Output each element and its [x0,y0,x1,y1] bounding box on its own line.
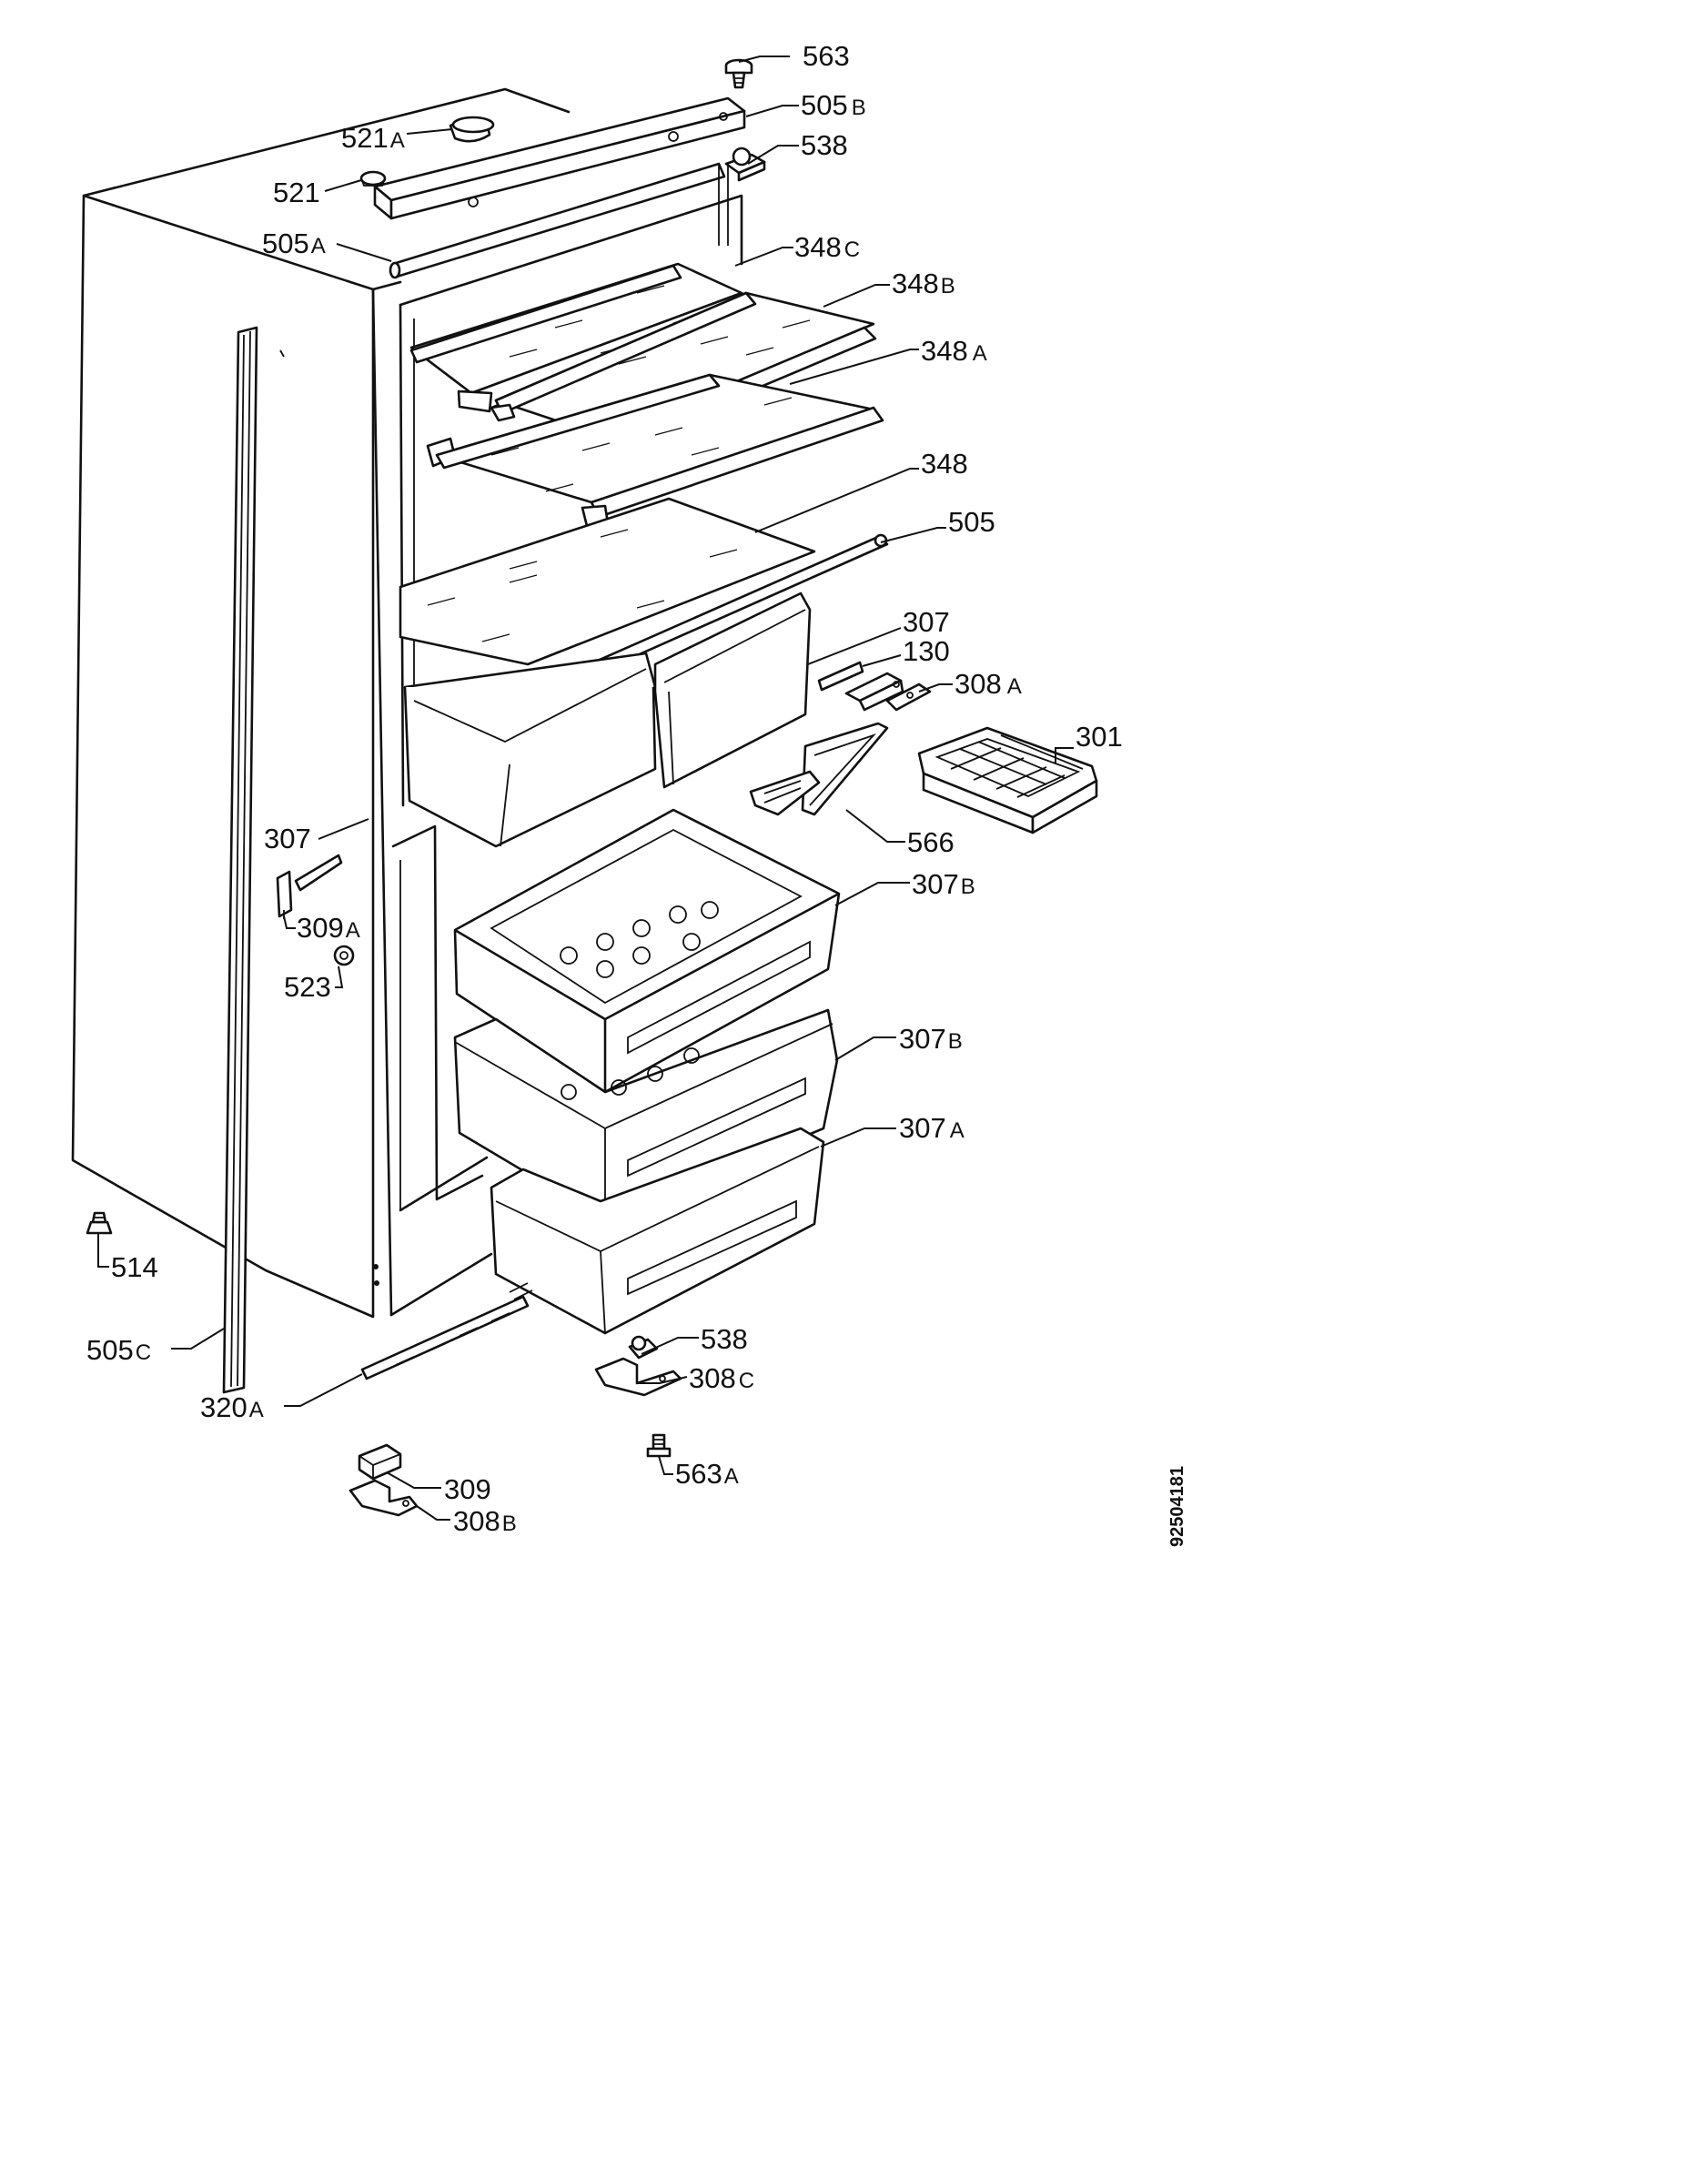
label-566: 566 [907,826,955,858]
label-320a: 320A [200,1391,264,1423]
part-514-foot [86,1211,113,1235]
label-563a: 563A [675,1458,739,1490]
label-514: 514 [111,1251,158,1283]
part-538-top-hinge-pin [724,147,766,182]
part-301-ice-tray [917,726,1098,834]
label-309: 309 [444,1473,491,1505]
part-308a-hinge [844,672,932,712]
label-505a: 505A [262,228,326,259]
label-521: 521 [273,177,320,208]
part-309-cap [358,1443,402,1481]
upper-drawers-307 [403,592,812,848]
cabinet-body [71,87,743,1319]
shelf-348 [399,497,816,666]
part-308b-hinge [349,1479,419,1517]
part-308c-hinge [594,1357,682,1397]
label-523: 523 [284,971,331,1003]
door-gasket-505c [222,326,258,1394]
leader-lines [97,56,1074,1521]
label-130: 130 [903,635,950,667]
label-348: 348 [921,448,968,480]
label-308b: 308B [453,1505,517,1537]
label-505c: 505C [86,1334,151,1366]
label-301: 301 [1076,721,1123,753]
part-320a-bottom-rail [360,1282,533,1380]
part-523-bumper [333,945,355,966]
top-hinge-505b [373,96,746,279]
label-538-bottom: 538 [701,1323,748,1355]
drawing-code: 92504181 [1167,1466,1187,1547]
label-521a: 521A [341,122,405,154]
label-348b: 348B [892,268,955,299]
label-538-top: 538 [801,129,848,161]
label-307-right: 307 [903,606,950,638]
part-538-bottom-pin [628,1335,659,1360]
part-563-screw [724,58,753,89]
part-566-scraper [749,722,889,816]
label-309a: 309A [297,912,360,944]
drawer-307a-bottom [490,1127,825,1335]
shelf-348a [426,373,884,528]
label-307b-middle: 307B [899,1023,963,1055]
part-307-slide [294,854,343,892]
part-521-plug [359,170,387,187]
label-505: 505 [948,506,995,538]
part-563a-screw [646,1433,672,1458]
drawer-307b-upper [453,808,841,1094]
part-521a-cap [449,116,495,143]
label-563: 563 [803,40,850,72]
part-130-plate [817,661,864,692]
label-307-left: 307 [264,823,311,854]
label-307b-upper: 307B [912,868,975,900]
drawer-307b-middle [453,1008,839,1221]
part-309a-bracket [276,870,293,919]
